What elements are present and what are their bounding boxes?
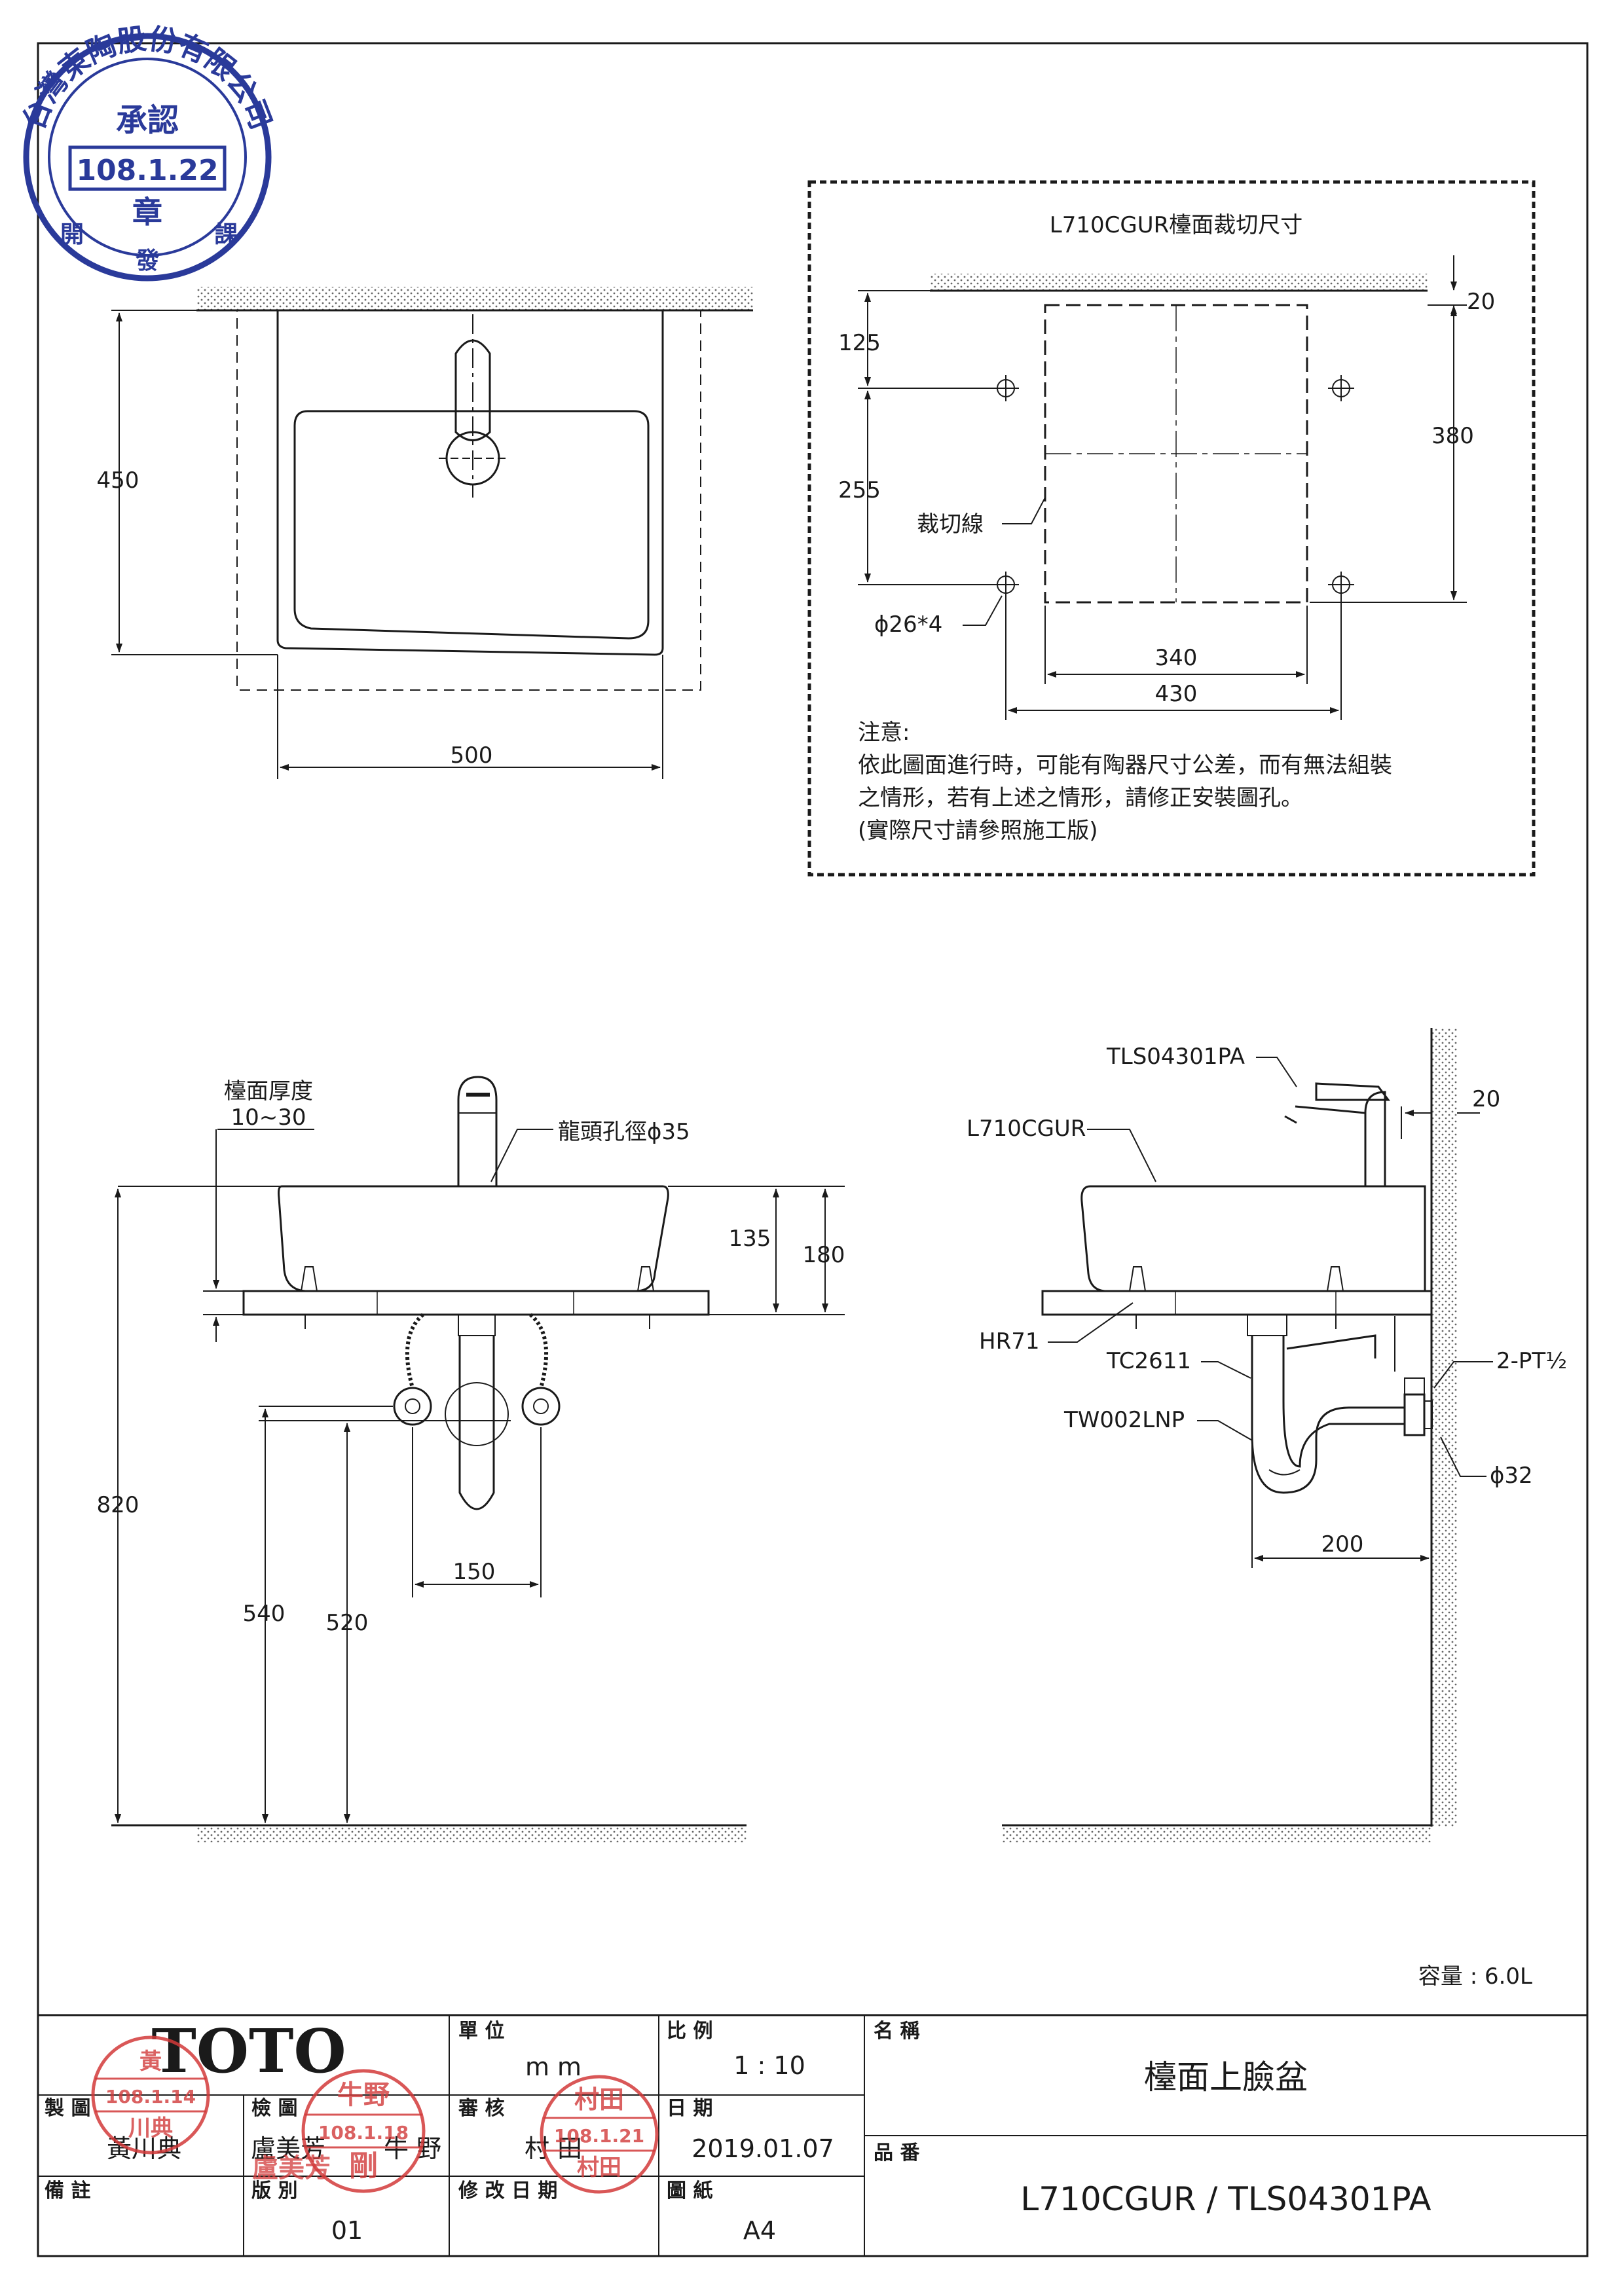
checked-value: 盧美芳: [251, 2134, 325, 2163]
cutout-dim-125: 125: [838, 330, 881, 356]
red-stamp-checked: 牛野 108.1.18 剛: [301, 2069, 426, 2193]
name-label: 名 稱: [874, 2020, 919, 2043]
stamp-bottom-left: 開: [60, 221, 84, 248]
red-stamp-drawn-name: 川典: [128, 2115, 173, 2141]
remark-label: 備 註: [45, 2179, 90, 2202]
red-stamp-drawn-date: 108.1.14: [105, 2086, 196, 2107]
red-stamp-checked-date: 108.1.18: [318, 2122, 409, 2143]
revdate-label: 修 改 日 期: [458, 2179, 557, 2202]
paper-label: 圖 紙: [667, 2179, 712, 2202]
part-tc2611-label: TC2611: [1106, 1348, 1191, 1374]
version-value: 01: [331, 2216, 363, 2245]
front-dim-820: 820: [97, 1492, 139, 1518]
stamp-title: 承認: [116, 102, 179, 139]
top-depth-label: 450: [97, 467, 139, 494]
thread-label: 2-PT½: [1496, 1348, 1567, 1374]
paper-value: A4: [743, 2216, 776, 2245]
red-stamp-drawn-top: 黃: [139, 2049, 162, 2075]
front-dim-540: 540: [243, 1601, 286, 1627]
red-stamp-drawn: 黃 108.1.14 川典: [91, 2035, 210, 2155]
note-line-3: (實際尺寸請參照施工版): [858, 818, 1098, 844]
capacity-label: 容量 : 6.0L: [1418, 1963, 1532, 1990]
holes-label: ϕ26*4: [874, 611, 942, 638]
front-dim-135: 135: [729, 1226, 771, 1252]
drawn-label: 製 圖: [45, 2097, 90, 2120]
title-block: [37, 2014, 1589, 2257]
toto-logo: TOTO: [151, 2016, 346, 2086]
review-label: 審 核: [458, 2097, 504, 2120]
cutout-dim-255: 255: [838, 477, 881, 503]
cut-line-label: 裁切線: [917, 511, 984, 538]
review-value: 村 田: [525, 2134, 582, 2163]
date-label: 日 期: [667, 2097, 712, 2120]
side-dim-200: 200: [1321, 1531, 1364, 1558]
cutout-dim-340: 340: [1155, 645, 1198, 671]
stamp-bottom-right: 課: [214, 221, 238, 248]
front-view: [111, 1076, 845, 1842]
red-stamp-review: 村田 108.1.21 村田: [540, 2075, 659, 2194]
unit-label: 單 位: [458, 2020, 504, 2043]
date-value: 2019.01.07: [692, 2134, 834, 2163]
scale-value: 1 : 10: [733, 2051, 805, 2080]
partno-label: 品 番: [874, 2141, 920, 2164]
faucet-model-label: TLS04301PA: [1106, 1044, 1245, 1070]
counter-thickness-label: 檯面厚度: [224, 1078, 313, 1104]
front-dim-520: 520: [326, 1610, 369, 1636]
scale-label: 比 例: [667, 2020, 712, 2043]
note-title: 注意:: [858, 720, 910, 746]
stamp-seal: 章: [132, 194, 162, 230]
front-dim-150: 150: [453, 1559, 496, 1585]
pipe-diameter-label: ϕ32: [1490, 1463, 1533, 1489]
checked-label: 檢 圖: [251, 2097, 297, 2120]
cutout-dim-380: 380: [1431, 423, 1474, 449]
top-view: [111, 287, 753, 779]
part-hr71-label: HR71: [979, 1328, 1039, 1355]
cutout-dim-20: 20: [1467, 289, 1495, 315]
red-stamp-review-name: 村田: [577, 2155, 621, 2181]
approval-stamp: 台灣東陶股份有限公司 承認 108.1.22 章 開 發 課: [17, 22, 278, 282]
basin-model-label: L710CGUR: [967, 1116, 1086, 1142]
side-view: [1002, 1028, 1493, 1842]
part-tw002lnp-label: TW002LNP: [1063, 1407, 1185, 1433]
red-stamp-review-top: 村田: [574, 2085, 624, 2114]
stamp-date: 108.1.22: [76, 154, 218, 187]
red-stamp-checked-left: 盧美芳: [252, 2153, 331, 2183]
counter-thickness-range: 10~30: [231, 1104, 306, 1131]
side-dim-20: 20: [1472, 1086, 1500, 1112]
top-width-label: 500: [451, 742, 493, 769]
version-label: 版 別: [251, 2179, 297, 2202]
sheet-border: [37, 42, 1589, 2257]
front-dim-180: 180: [803, 1242, 845, 1268]
cutout-dim-430: 430: [1155, 681, 1198, 707]
partno-value: L710CGUR / TLS04301PA: [1020, 2180, 1431, 2218]
unit-value: m m: [525, 2052, 581, 2081]
faucet-hole-label: 龍頭孔徑ϕ35: [558, 1119, 690, 1145]
partial-name: 牛 野: [384, 2134, 441, 2163]
red-stamp-checked-name: 剛: [349, 2149, 378, 2183]
red-stamp-checked-top: 牛野: [337, 2080, 390, 2110]
stamp-bottom-mid: 發: [135, 247, 159, 274]
red-stamp-review-date: 108.1.21: [554, 2125, 644, 2147]
cutout-panel: [807, 180, 1536, 877]
note-line-1: 依此圖面進行時，可能有陶器尺寸公差，而有無法組裝: [858, 752, 1392, 778]
cutout-title: L710CGUR檯面裁切尺寸: [1050, 212, 1302, 238]
note-line-2: 之情形，若有上述之情形，請修正安裝圖孔。: [858, 785, 1303, 811]
name-value: 檯面上臉盆: [1144, 2058, 1308, 2096]
